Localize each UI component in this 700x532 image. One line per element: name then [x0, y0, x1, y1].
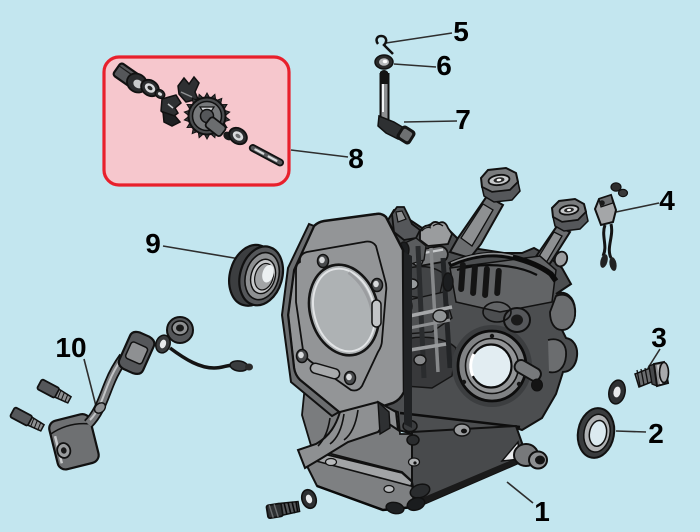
svg-text:2: 2 — [648, 418, 664, 449]
svg-text:1: 1 — [534, 496, 550, 527]
svg-text:8: 8 — [348, 143, 364, 174]
svg-text:5: 5 — [453, 16, 469, 47]
svg-text:4: 4 — [659, 185, 675, 216]
svg-text:10: 10 — [55, 332, 86, 363]
svg-text:6: 6 — [436, 50, 452, 81]
svg-text:7: 7 — [455, 104, 471, 135]
svg-text:3: 3 — [651, 322, 667, 353]
svg-text:9: 9 — [145, 228, 161, 259]
